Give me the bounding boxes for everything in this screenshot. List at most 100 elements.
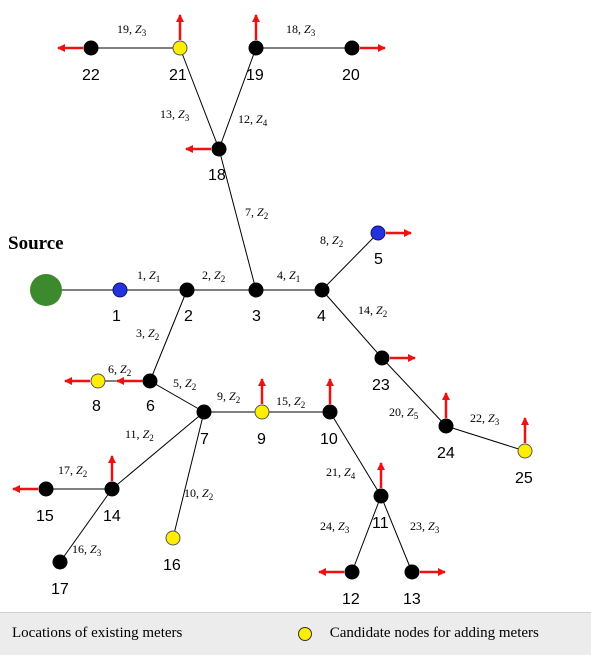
node-label-6: 6	[146, 398, 155, 415]
line-7-16	[172, 411, 205, 539]
node-21-candidate	[172, 40, 188, 56]
node-label-13: 13	[403, 591, 421, 608]
edge-label-13: 13, Z3	[160, 107, 190, 123]
node-label-19: 19	[246, 67, 264, 84]
node-25-candidate	[517, 443, 533, 459]
node-3	[248, 282, 264, 298]
node-label-20: 20	[342, 67, 360, 84]
buses	[30, 40, 533, 580]
node-label-10: 10	[320, 431, 338, 448]
node-label-25: 25	[515, 470, 533, 487]
node-label-22: 22	[82, 67, 100, 84]
line-11-12	[351, 495, 382, 573]
node-15	[38, 481, 54, 497]
edge-label-21: 21, Z4	[326, 465, 356, 481]
node-label-23: 23	[372, 377, 390, 394]
line-24-25	[445, 425, 526, 452]
node-8-candidate	[90, 373, 106, 389]
edge-label-7: 7, Z2	[245, 205, 268, 221]
node-17	[52, 554, 68, 570]
line-11-13	[380, 495, 413, 573]
node-label-11: 11	[372, 515, 389, 532]
node-6	[142, 373, 158, 389]
legend-candidate-label: Candidate nodes for adding meters	[329, 625, 539, 641]
labels: 1, Z1 2, Z2 4, Z1 3, Z2 6, Z2 5, Z2 9, Z2 15, Z…	[36, 22, 533, 608]
edge-label-19: 19, Z3	[117, 22, 147, 38]
node-11	[373, 488, 389, 504]
node-7	[196, 404, 212, 420]
line-14-17	[59, 488, 113, 563]
line-3-18	[218, 148, 257, 291]
edge-label-20: 20, Z5	[389, 405, 419, 421]
edge-label-10: 10, Z2	[184, 486, 213, 502]
load-arrows	[12, 14, 529, 576]
node-4	[314, 282, 330, 298]
node-label-12: 12	[342, 591, 360, 608]
candidate-node-swatch	[298, 626, 312, 641]
node-1-meter	[112, 282, 128, 298]
line-18-21	[179, 47, 220, 150]
line-7-14	[111, 411, 205, 490]
edge-label-11: 11, Z2	[125, 427, 154, 443]
edge-label-23: 23, Z3	[410, 519, 440, 535]
node-label-17: 17	[51, 581, 69, 598]
node-13	[404, 564, 420, 580]
edge-label-18: 18, Z3	[286, 22, 316, 38]
node-label-3: 3	[252, 308, 261, 325]
edge-label-22: 22, Z3	[470, 411, 500, 427]
edge-label-14: 14, Z2	[358, 303, 387, 319]
edge-label-24: 24, Z3	[320, 519, 350, 535]
legend-existing-label: Locations of existing meters	[12, 625, 183, 641]
node-16-candidate	[165, 530, 181, 546]
node-14	[104, 481, 120, 497]
edge-label-12: 12, Z4	[238, 112, 268, 128]
node-label-14: 14	[103, 508, 121, 525]
node-20	[344, 40, 360, 56]
legend-candidate-nodes: Candidate nodes for adding meters	[298, 625, 539, 642]
line-18-19	[218, 47, 257, 150]
node-18	[211, 141, 227, 157]
line-2-6	[149, 289, 188, 382]
node-9-candidate	[254, 404, 270, 420]
node-label-21: 21	[169, 67, 187, 84]
edge-label-9: 9, Z2	[217, 389, 240, 405]
node-label-18: 18	[208, 167, 226, 184]
node-5-meter	[370, 225, 386, 241]
node-label-15: 15	[36, 508, 54, 525]
node-label-4: 4	[317, 308, 326, 325]
legend: Locations of existing meters Candidate n…	[0, 612, 591, 655]
edge-label-2: 2, Z2	[202, 268, 225, 284]
line-23-24	[381, 357, 447, 427]
node-12	[344, 564, 360, 580]
node-label-9: 9	[257, 431, 266, 448]
edge-label-4: 4, Z1	[277, 268, 300, 284]
line-4-23	[321, 289, 383, 359]
edge-label-6: 6, Z2	[108, 362, 131, 378]
line-6-7	[149, 380, 205, 413]
source-label: Source	[8, 233, 64, 254]
edge-label-3: 3, Z2	[136, 326, 159, 342]
edge-label-17: 17, Z2	[58, 463, 87, 479]
node-10	[322, 404, 338, 420]
node-label-16: 16	[163, 557, 181, 574]
node-label-5: 5	[374, 251, 383, 268]
node-label-1: 1	[112, 308, 121, 325]
edge-label-15: 15, Z2	[276, 394, 305, 410]
edge-label-5: 5, Z2	[173, 376, 196, 392]
node-label-7: 7	[200, 431, 209, 448]
node-19	[248, 40, 264, 56]
edge-label-1: 1, Z1	[137, 268, 160, 284]
node-22	[83, 40, 99, 56]
node-2	[179, 282, 195, 298]
distribution-network-diagram: 1, Z1 2, Z2 4, Z1 3, Z2 6, Z2 5, Z2 9, Z2 15, Z…	[8, 14, 533, 608]
node-label-2: 2	[184, 308, 193, 325]
node-label-8: 8	[92, 398, 101, 415]
edge-label-16: 16, Z3	[72, 542, 102, 558]
node-label-24: 24	[437, 445, 455, 462]
node-24	[438, 418, 454, 434]
node-23	[374, 350, 390, 366]
line-4-5	[321, 232, 379, 291]
line-10-11	[329, 411, 382, 497]
legend-existing-meters: Locations of existing meters	[12, 625, 182, 642]
edge-label-8: 8, Z2	[320, 233, 343, 249]
